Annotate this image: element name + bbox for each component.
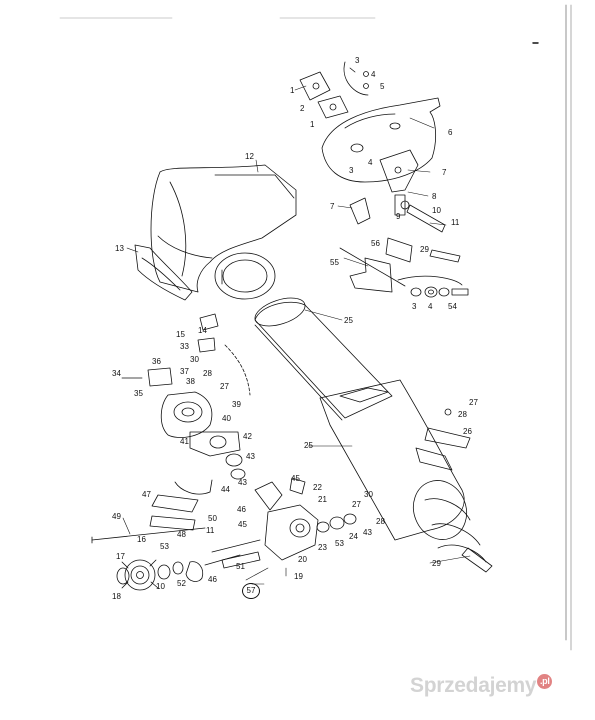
callout-25: 25 [344,316,353,325]
callout-37: 37 [180,367,189,376]
callout-55: 55 [330,258,339,267]
watermark: Sprzedajemy.pl [410,674,553,698]
callout-28: 28 [458,410,467,419]
page-frame [59,4,572,651]
callout-26: 26 [463,427,472,436]
callout-19: 19 [294,572,303,581]
callout-9: 9 [396,212,401,221]
callout-12: 12 [245,152,254,161]
callout-27: 27 [352,500,361,509]
leader-lines [122,85,471,585]
lower-tube-auger [319,379,493,573]
callout-4: 4 [368,158,373,167]
callout-21: 21 [318,495,327,504]
callout-43: 43 [363,528,372,537]
callout-53: 53 [335,539,344,548]
callout-18: 18 [112,592,121,601]
callout-27: 27 [220,382,229,391]
callout-3: 3 [412,302,417,311]
callout-17: 17 [116,552,125,561]
callout-10: 10 [156,582,165,591]
callout-1: 1 [290,86,295,95]
callout-51: 51 [236,562,245,571]
callout-25: 25 [304,441,313,450]
callout-4: 4 [428,302,433,311]
bracket-assembly [339,237,469,298]
callout-45: 45 [238,520,247,529]
callout-10: 10 [432,206,441,215]
callout-2: 2 [300,104,305,113]
callout-28: 28 [203,369,212,378]
callout-1: 1 [310,120,315,129]
discharge-hood [134,164,297,301]
watermark-text: Sprzedajemy [410,674,537,697]
callout-48: 48 [177,530,186,539]
callout-8: 8 [432,192,437,201]
callout-56: 56 [371,239,380,248]
sprocket-assembly [116,554,241,591]
callout-42: 42 [243,432,252,441]
callout-27: 27 [469,398,478,407]
callout-57: 57 [242,583,260,599]
callout-43: 43 [238,478,247,487]
watermark-badge: .pl [537,674,553,689]
callout-11: 11 [206,526,215,535]
callout-15: 15 [176,330,185,339]
callout-44: 44 [221,485,230,494]
callout-29: 29 [432,559,441,568]
callout-24: 24 [349,532,358,541]
callout-36: 36 [152,357,161,366]
callout-46: 46 [237,505,246,514]
callout-30: 30 [190,355,199,364]
callout-4: 4 [371,70,376,79]
callout-16: 16 [137,535,146,544]
callout-54: 54 [448,302,457,311]
callout-14: 14 [198,326,207,335]
callout-7: 7 [442,168,447,177]
callout-39: 39 [232,400,241,409]
drive-mount-assembly [91,313,251,544]
callout-11: 11 [451,218,460,227]
callout-35: 35 [134,389,143,398]
callout-40: 40 [222,414,231,423]
callout-47: 47 [142,490,151,499]
gearbox [211,477,357,569]
callout-50: 50 [208,514,217,523]
deflector-plate-assembly [299,61,446,233]
callout-22: 22 [313,483,322,492]
callout-38: 38 [186,377,195,386]
callout-52: 52 [177,579,186,588]
callout-7: 7 [330,202,335,211]
callout-30: 30 [364,490,373,499]
callout-28: 28 [376,517,385,526]
callout-3: 3 [349,166,354,175]
callout-13: 13 [115,244,124,253]
callout-46: 46 [208,575,217,584]
callout-45: 45 [291,474,300,483]
callout-49: 49 [112,512,121,521]
callout-6: 6 [448,128,453,137]
callout-5: 5 [380,82,385,91]
callout-43: 43 [246,452,255,461]
callout-3: 3 [355,56,360,65]
upper-tube [254,297,393,421]
callout-34: 34 [112,369,121,378]
callout-29: 29 [420,245,429,254]
callout-53: 53 [160,542,169,551]
callout-20: 20 [298,555,307,564]
callout-23: 23 [318,543,327,552]
callout-33: 33 [180,342,189,351]
callout-41: 41 [180,437,189,446]
